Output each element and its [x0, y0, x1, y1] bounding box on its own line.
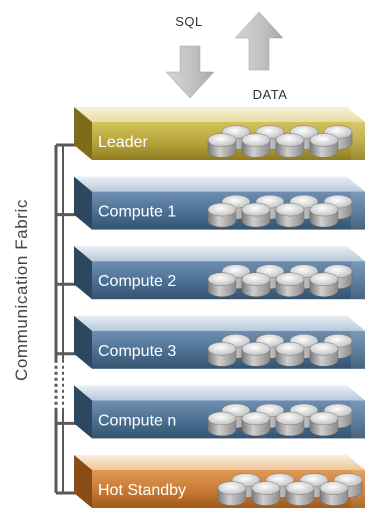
sql-label: SQL: [175, 14, 203, 29]
disk-icon: [241, 133, 271, 158]
sql-down-arrow: [165, 45, 215, 99]
node-label: Compute n: [98, 412, 176, 429]
node-top-face: [74, 176, 365, 192]
disk-icon: [275, 342, 305, 367]
data-label: DATA: [253, 87, 288, 102]
node-edge-shade: [351, 261, 365, 300]
node-side-face: [74, 107, 92, 160]
disk-icon: [309, 202, 339, 228]
disk-icon: [207, 272, 237, 297]
disk-icon: [275, 202, 305, 228]
node-side-face: [74, 315, 92, 369]
node-edge-shade: [351, 400, 365, 439]
disk-icon: [241, 342, 271, 367]
disk-icon: [309, 133, 339, 158]
fabric-label: Communication Fabric: [12, 199, 31, 381]
node-compute-3: Compute 2: [74, 246, 365, 300]
node-compute-2: Compute 1: [74, 176, 365, 230]
node-label: Compute 2: [98, 273, 176, 290]
disk-icon: [207, 202, 237, 228]
disk-icon: [309, 272, 339, 297]
node-side-face: [74, 246, 92, 300]
disk-icon: [207, 133, 237, 158]
node-label: Hot Standby: [98, 482, 186, 499]
node-top-face: [74, 315, 365, 331]
node-side-face: [74, 176, 92, 230]
disk-icon: [207, 342, 237, 367]
node-edge-shade: [351, 122, 365, 160]
node-label: Leader: [98, 134, 148, 151]
node-standby-6: Hot Standby: [74, 455, 365, 508]
disk-icon: [241, 202, 271, 228]
node-top-face: [74, 246, 365, 262]
disk-icon: [217, 481, 247, 506]
node-side-face: [74, 385, 92, 439]
node-compute-4: Compute 3: [74, 315, 365, 369]
disk-icon: [309, 411, 339, 437]
disk-icon: [309, 342, 339, 367]
disk-icon: [319, 481, 349, 506]
node-top-face: [74, 455, 365, 470]
node-compute-5: Compute n: [74, 385, 365, 439]
node-leader-1: Leader: [74, 107, 365, 160]
disk-icon: [275, 272, 305, 297]
disk-icon: [285, 481, 315, 506]
disk-icon: [275, 133, 305, 158]
disk-icon: [275, 411, 305, 437]
node-label: Compute 1: [98, 204, 176, 221]
disk-icon: [241, 411, 271, 437]
node-edge-shade: [351, 330, 365, 369]
disk-icon: [251, 481, 281, 506]
node-top-face: [74, 107, 365, 122]
node-top-face: [74, 385, 365, 401]
node-edge-shade: [351, 191, 365, 230]
arrow-down-icon: [165, 45, 215, 99]
node-side-face: [74, 455, 92, 508]
disk-icon: [241, 272, 271, 297]
node-label: Compute 3: [98, 343, 176, 360]
arrow-up-icon: [234, 11, 284, 71]
disk-icon: [207, 411, 237, 437]
data-up-arrow: [234, 11, 284, 71]
